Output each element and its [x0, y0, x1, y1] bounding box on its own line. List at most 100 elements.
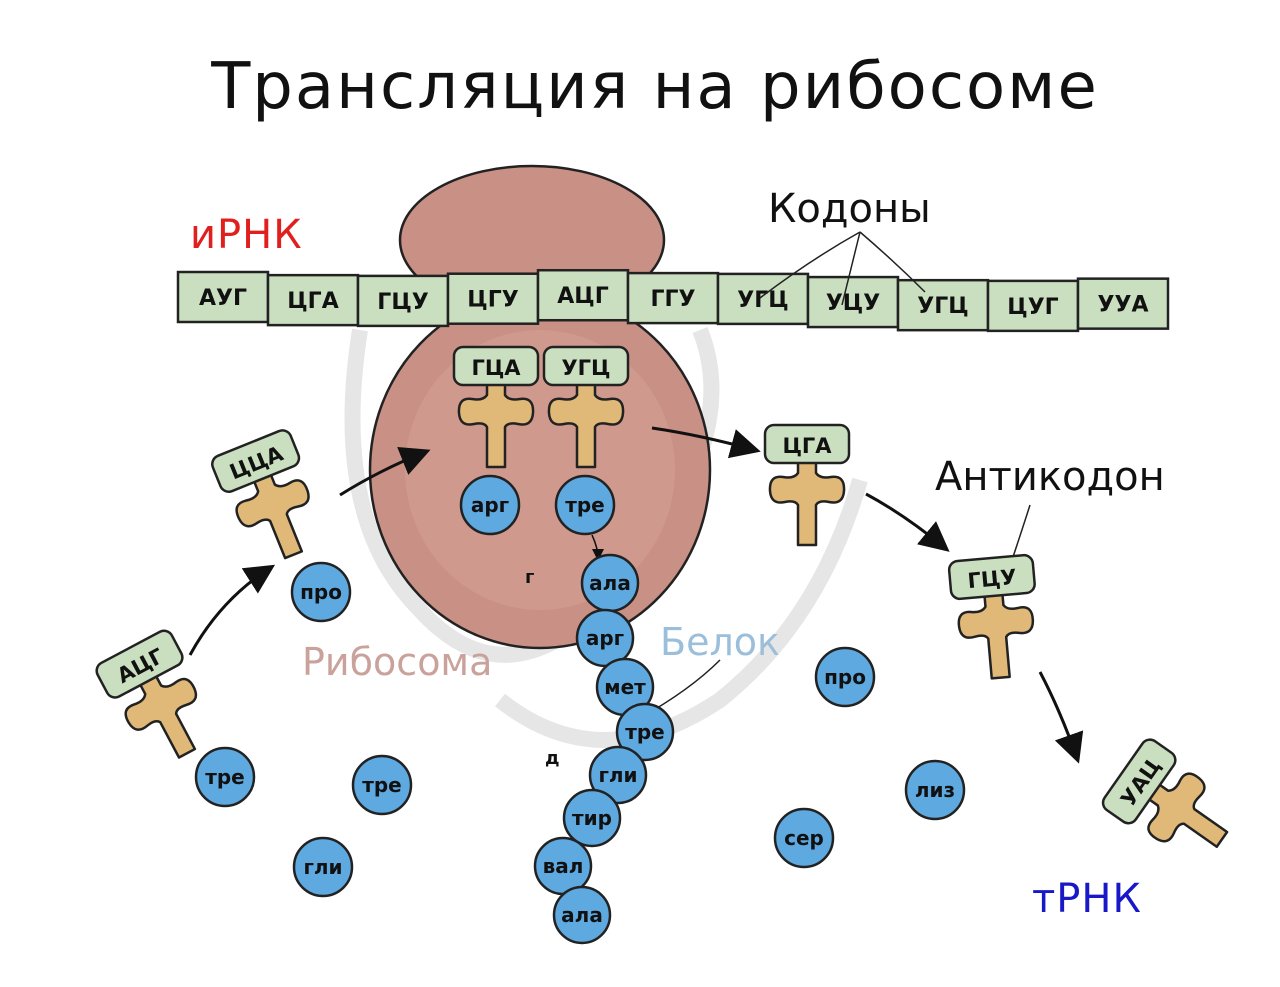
protein-amino-acid: арг	[575, 608, 635, 668]
trna-molecule: УГЦ тре	[542, 345, 630, 536]
free-amino-acid: сер	[773, 807, 835, 869]
mrna-codon-label: АЦГ	[557, 284, 608, 309]
amino-acid-label: про	[824, 665, 866, 689]
mrna-strip: АУГ ЦГА ГЦУ ЦГУ АЦГ ГГУ УГЦ УЦУ УГЦ ЦУГ УУА	[176, 268, 1170, 333]
mrna-codon-label: ГГУ	[651, 287, 696, 312]
anticodon-box	[211, 429, 301, 493]
amino-acid-label: гли	[598, 763, 637, 787]
arrow-4	[865, 492, 950, 552]
mrna-codon-label: ГЦУ	[377, 290, 428, 315]
anticodon-box	[1101, 738, 1177, 825]
amino-acid-label: тир	[572, 806, 612, 830]
anticodon-box	[947, 553, 1036, 601]
amino-acid-label: тре	[205, 765, 244, 789]
page-title: Трансляция на рибосоме	[210, 50, 1099, 124]
trna-amino-acid: арг	[459, 474, 521, 536]
mrna-codon: АЦГ	[536, 268, 630, 322]
mrna-codon: УГЦ	[716, 272, 810, 326]
mark-g: г	[525, 567, 534, 588]
anticodon-label: ЦГА	[782, 434, 832, 458]
mark-d: д	[545, 748, 560, 769]
free-amino-acid: про	[814, 646, 876, 708]
anticodon-box	[542, 345, 630, 387]
protein-amino-acid: тре	[615, 702, 675, 762]
mrna-codon: ЦГА	[266, 273, 360, 327]
free-amino-acids: тре гли про сер лиз	[292, 646, 966, 898]
amino-acid-label: ала	[561, 903, 603, 927]
mrna-codon-label: УУА	[1098, 293, 1149, 318]
codons-pointer-lines	[759, 231, 926, 306]
protein-label: Белок	[660, 620, 780, 664]
anticodon-box	[763, 423, 851, 465]
codons-label: Кодоны	[768, 186, 931, 232]
trna-amino-acid: тре	[554, 474, 616, 536]
amino-acid-label: про	[300, 580, 342, 604]
trna-body	[954, 585, 1039, 683]
arrow-2	[339, 446, 431, 497]
mrna-codon-label: УГЦ	[737, 288, 788, 313]
mrna-codon-label: АУГ	[199, 286, 247, 311]
amino-acid-label: лиз	[915, 778, 955, 802]
mrna-codon: ЦГУ	[446, 272, 540, 325]
amino-acid-label: арг	[586, 626, 624, 650]
arrow-5	[1038, 671, 1084, 764]
mrna-codon-label: УЦУ	[826, 291, 880, 316]
protein-amino-acid: мет	[595, 657, 655, 717]
amino-acid-label: сер	[784, 826, 824, 850]
protein-chain: ала арг мет тре гли тир вал ала	[533, 553, 675, 945]
anticodon-pointer-line	[1011, 504, 1031, 561]
anticodon-label: ГЦУ	[967, 565, 1018, 593]
amino-acid-label: тре	[625, 720, 664, 744]
protein-amino-acid: гли	[588, 745, 648, 805]
mrna-codon-label: УГЦ	[917, 294, 968, 319]
protein-amino-acid: вал	[533, 836, 593, 896]
trna-molecule: ГЦА арг	[452, 345, 540, 536]
mrna-codon-label: ЦУГ	[1007, 295, 1058, 320]
mrna-codon: УГЦ	[896, 278, 990, 332]
trna-molecule: УАЦ	[1101, 738, 1245, 871]
amino-acid-label: мет	[604, 675, 646, 699]
anticodon-label: Антикодон	[935, 454, 1165, 500]
mrna-codon: ГЦУ	[356, 274, 450, 328]
protein-amino-acid: ала	[552, 885, 612, 945]
protein-amino-acid: тир	[562, 788, 622, 848]
amino-acid-label: ала	[589, 571, 631, 595]
protein-amino-acid: ала	[580, 553, 640, 613]
amino-acid-label: тре	[362, 773, 401, 797]
mrna-codon: УЦУ	[806, 275, 900, 329]
mrna-codon-label: ЦГА	[287, 289, 338, 314]
trna-molecule: ЦГА	[763, 423, 851, 547]
anticodon-label: ГЦА	[471, 356, 521, 380]
arrow-peptide	[591, 534, 604, 561]
trna-label: тРНК	[1032, 876, 1142, 922]
arrow-3	[651, 426, 761, 459]
anticodon-label: УГЦ	[561, 356, 610, 380]
mrna-label: иРНК	[190, 212, 303, 258]
free-amino-acid: тре	[351, 754, 413, 816]
mrna-codon: ГГУ	[626, 271, 720, 325]
amino-acid-label: гли	[303, 855, 342, 879]
mrna-codon: УУА	[1076, 277, 1170, 330]
flow-arrows	[188, 426, 1084, 764]
mrna-codon: АУГ	[176, 270, 270, 324]
ribosome	[368, 164, 712, 650]
mrna-codon-label: ЦГУ	[467, 288, 518, 313]
trna-amino-acid: про	[290, 561, 352, 623]
anticodon-box	[95, 629, 184, 699]
free-amino-acid: лиз	[904, 759, 966, 821]
mrna-codon: ЦУГ	[986, 279, 1080, 333]
amino-acid-label: тре	[565, 493, 604, 517]
anticodon-box	[452, 345, 540, 387]
trna-body	[768, 455, 846, 547]
free-amino-acid: гли	[292, 836, 354, 898]
trna-amino-acid: тре	[194, 746, 256, 808]
ribosome-label: Рибосома	[302, 640, 492, 684]
arrow-1	[188, 564, 276, 656]
amino-acid-label: вал	[543, 854, 584, 878]
amino-acid-label: арг	[471, 493, 509, 517]
trna-molecule: ГЦУ	[947, 553, 1039, 683]
